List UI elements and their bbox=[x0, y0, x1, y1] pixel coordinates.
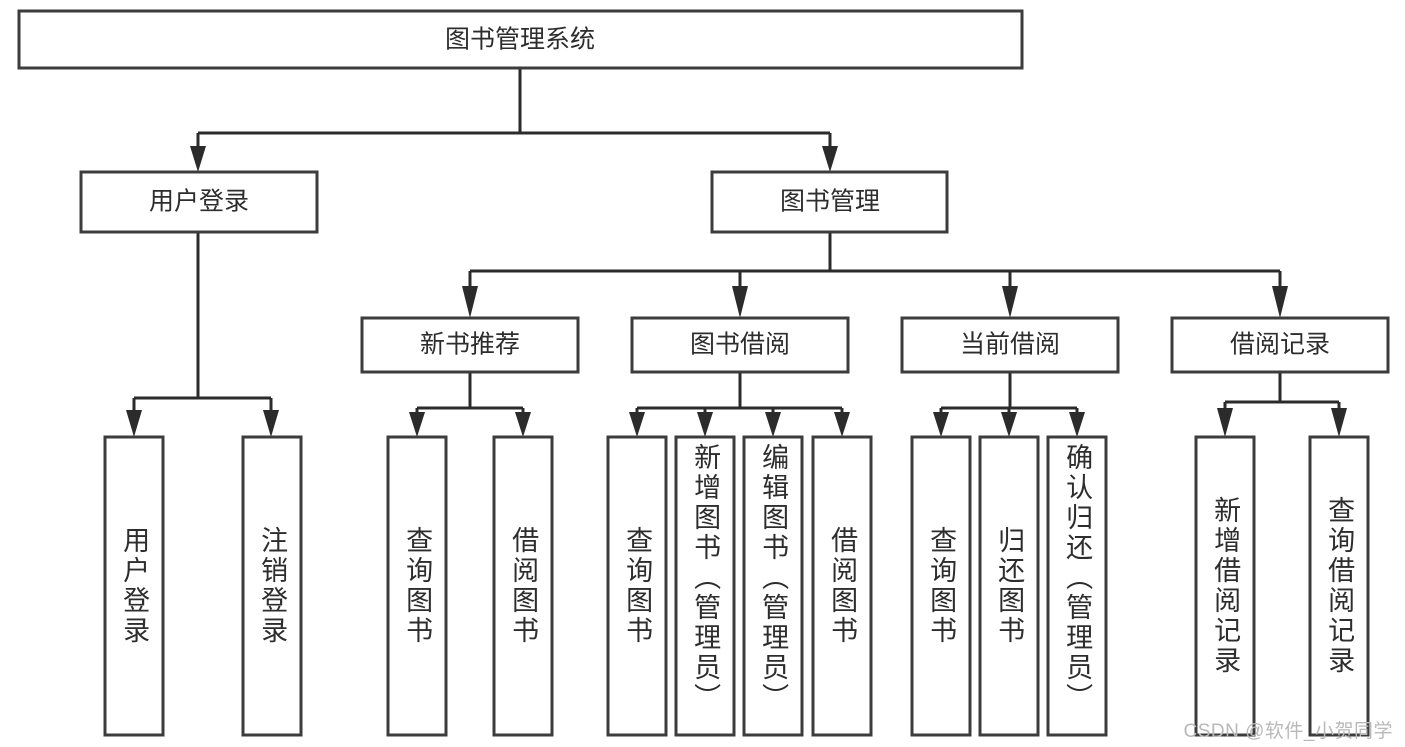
arrowhead-leaf-confirm-return bbox=[1069, 412, 1085, 437]
node-book-management-label: 图书管理 bbox=[780, 188, 880, 216]
leaf-nodes-group bbox=[103, 435, 1370, 737]
node-root[interactable]: 图书管理系统 bbox=[17, 9, 1024, 70]
node-leaf-query-record-box[interactable] bbox=[1308, 435, 1370, 737]
arrowhead-leaf-query-book-2 bbox=[629, 412, 645, 437]
arrowhead-leaf-borrow-book-1 bbox=[515, 412, 531, 437]
node-leaf-add-record-box[interactable] bbox=[1194, 435, 1256, 737]
node-leaf-user-login-box[interactable] bbox=[103, 435, 165, 737]
node-book-management-box[interactable] bbox=[710, 170, 949, 234]
arrowhead-leaf-return-book bbox=[1001, 412, 1017, 437]
arrowhead-leaf-query-book-3 bbox=[933, 412, 949, 437]
node-leaf-query-book-3-box[interactable] bbox=[910, 435, 972, 737]
node-leaf-return-book-box[interactable] bbox=[978, 435, 1040, 737]
arrowhead-leaf-user-login bbox=[126, 410, 142, 437]
node-book-borrow-label: 图书借阅 bbox=[690, 331, 790, 359]
connector-group-user-login bbox=[126, 232, 279, 437]
node-leaf-confirm-return-box[interactable] bbox=[1046, 435, 1108, 737]
arrowhead-leaf-add-record bbox=[1217, 408, 1233, 437]
node-leaf-query-book-1-box[interactable] bbox=[386, 435, 448, 737]
node-leaf-query-book-2-box[interactable] bbox=[606, 435, 668, 737]
node-user-login-label: 用户登录 bbox=[149, 188, 249, 216]
connector-group-book-management bbox=[462, 232, 1288, 318]
node-book-management[interactable]: 图书管理 bbox=[710, 170, 949, 234]
csdn-watermark: CSDN @软件_小贺同学 bbox=[1183, 721, 1393, 742]
arrowhead-book-borrow bbox=[732, 286, 748, 318]
node-user-login-box[interactable] bbox=[79, 170, 319, 234]
node-current-borrow-label: 当前借阅 bbox=[960, 331, 1060, 359]
connector-group-root bbox=[190, 68, 838, 172]
node-borrow-record[interactable]: 借阅记录 bbox=[1170, 316, 1390, 374]
arrowhead-leaf-add-book bbox=[697, 412, 713, 437]
arrowhead-leaf-query-book-1 bbox=[409, 412, 425, 437]
arrowhead-leaf-edit-book bbox=[765, 412, 781, 437]
arrowhead-leaf-query-record bbox=[1331, 408, 1347, 437]
node-book-borrow-box[interactable] bbox=[630, 316, 850, 374]
node-leaf-add-book-box[interactable] bbox=[674, 435, 736, 737]
node-book-borrow[interactable]: 图书借阅 bbox=[630, 316, 850, 374]
connector-group-book-borrow bbox=[629, 372, 850, 437]
node-new-book-recommend[interactable]: 新书推荐 bbox=[360, 316, 580, 374]
node-current-borrow[interactable]: 当前借阅 bbox=[900, 316, 1120, 374]
node-borrow-record-box[interactable] bbox=[1170, 316, 1390, 374]
arrowhead-leaf-logout bbox=[263, 410, 279, 437]
node-leaf-borrow-book-2-box[interactable] bbox=[811, 435, 873, 737]
node-new-book-recommend-box[interactable] bbox=[360, 316, 580, 374]
arrowhead-current-borrow bbox=[1002, 286, 1018, 318]
arrowhead-book-management bbox=[822, 146, 838, 172]
node-root-label: 图书管理系统 bbox=[445, 26, 595, 54]
connector-group-current-borrow bbox=[933, 372, 1085, 437]
arrowhead-user-login bbox=[190, 146, 206, 172]
connector-group-new-book-recommend bbox=[409, 372, 531, 437]
node-new-book-recommend-label: 新书推荐 bbox=[420, 331, 520, 359]
node-user-login[interactable]: 用户登录 bbox=[79, 170, 319, 234]
node-root-box[interactable] bbox=[17, 9, 1024, 70]
arrowhead-leaf-borrow-book-2 bbox=[834, 412, 850, 437]
connector-group-borrow-record bbox=[1217, 372, 1347, 437]
arrowhead-new-book-recommend bbox=[462, 286, 478, 318]
node-borrow-record-label: 借阅记录 bbox=[1230, 331, 1330, 359]
arrowhead-borrow-record bbox=[1272, 286, 1288, 318]
node-current-borrow-box[interactable] bbox=[900, 316, 1120, 374]
node-leaf-borrow-book-1-box[interactable] bbox=[492, 435, 554, 737]
node-leaf-logout-box[interactable] bbox=[241, 435, 303, 737]
node-leaf-edit-book-box[interactable] bbox=[742, 435, 804, 737]
